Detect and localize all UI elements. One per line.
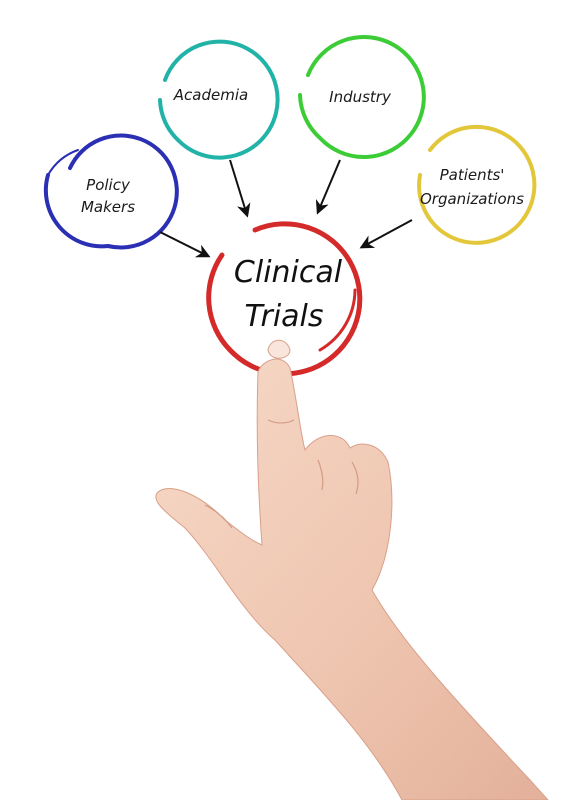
center-label-line1: Clinical bbox=[234, 255, 343, 290]
thumb-crease bbox=[204, 504, 233, 529]
center-label-line2: Trials bbox=[244, 299, 323, 334]
node-label-policy-makers-line1: Policy bbox=[86, 176, 131, 194]
node-industry: Industry bbox=[298, 35, 426, 159]
knuckle-crease-2 bbox=[351, 461, 359, 495]
node-label-patients-line2: Organizations bbox=[420, 190, 524, 208]
arrow-policy-to-center bbox=[159, 231, 211, 258]
knuckle-crease-1 bbox=[317, 459, 324, 491]
hand-palm-arm bbox=[155, 358, 549, 800]
node-academia: Academia bbox=[158, 39, 280, 160]
arrow-industry-to-center bbox=[315, 159, 341, 215]
node-label-academia: Academia bbox=[173, 86, 248, 104]
arrow-academia-to-center bbox=[229, 159, 251, 218]
node-ring-academia bbox=[158, 39, 280, 160]
node-ring-policy-makers bbox=[43, 133, 179, 250]
arrow-patients-to-center bbox=[359, 219, 413, 249]
node-policy-makers: Policy Makers bbox=[43, 133, 179, 250]
node-ring-policy-makers-overlap bbox=[47, 149, 79, 176]
node-label-patients-line1: Patients' bbox=[440, 166, 505, 184]
node-ring-clinical-trials-tail bbox=[318, 288, 357, 352]
node-clinical-trials: Clinical Trials bbox=[206, 221, 363, 377]
fingernail bbox=[267, 339, 291, 359]
node-ring-patients-organizations bbox=[417, 124, 537, 245]
pointing-hand-icon bbox=[155, 339, 549, 800]
node-label-industry: Industry bbox=[329, 88, 392, 106]
node-patients-organizations: Patients' Organizations bbox=[417, 124, 537, 245]
node-ring-industry bbox=[298, 35, 426, 159]
node-label-policy-makers-line2: Makers bbox=[81, 198, 135, 216]
finger-crease bbox=[267, 419, 295, 424]
